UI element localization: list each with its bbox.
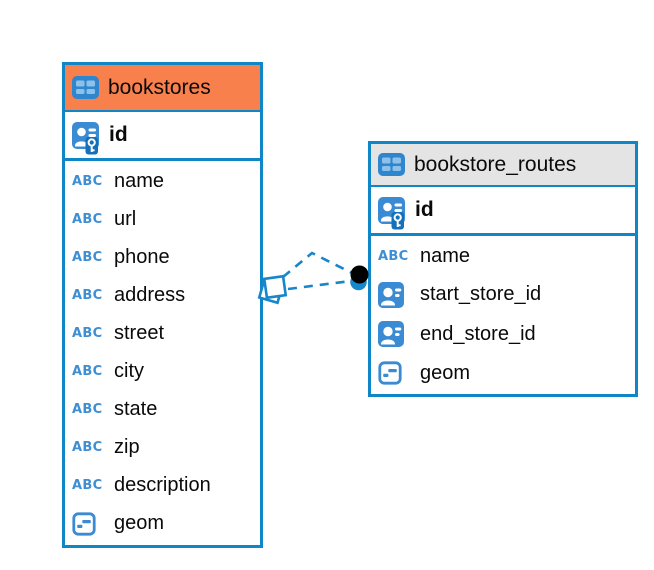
text-type-icon: ABC bbox=[72, 212, 103, 228]
column-list: ABC name start_store_id bbox=[371, 236, 635, 394]
column-row-street[interactable]: ABC street bbox=[72, 322, 165, 345]
text-type-icon: ABC bbox=[72, 477, 103, 493]
primary-key-name: id bbox=[415, 198, 434, 221]
column-row-address[interactable]: ABC address bbox=[72, 284, 186, 307]
geometry-type-icon bbox=[378, 361, 412, 385]
column-row-url[interactable]: ABC url bbox=[72, 208, 137, 231]
column-row-start-store-id[interactable]: start_store_id bbox=[371, 275, 635, 315]
primary-key-icon bbox=[72, 121, 100, 155]
column-row-id[interactable]: id bbox=[65, 112, 260, 161]
column-row-geom[interactable]: geom bbox=[65, 504, 260, 543]
relationship-dot-marker[interactable] bbox=[350, 265, 369, 291]
table-bookstore-routes[interactable]: bookstore_routes id ABC bbox=[368, 141, 638, 397]
column-row-zip[interactable]: ABC zip bbox=[72, 435, 140, 458]
text-type-icon: ABC bbox=[72, 363, 103, 379]
primary-key-name: id bbox=[109, 123, 128, 146]
column-row-geom[interactable]: geom bbox=[371, 354, 635, 392]
text-type-icon: ABC bbox=[72, 250, 103, 266]
geometry-type-icon bbox=[72, 512, 106, 536]
column-row-name[interactable]: ABC name bbox=[378, 244, 471, 267]
text-type-icon: ABC bbox=[72, 326, 103, 342]
column-row-phone[interactable]: ABC phone bbox=[72, 246, 170, 269]
reference-type-icon bbox=[378, 281, 412, 308]
table-name: bookstore_routes bbox=[414, 152, 577, 176]
column-row-end-store-id[interactable]: end_store_id bbox=[371, 315, 635, 355]
table-icon bbox=[378, 153, 405, 176]
table-header-bookstores[interactable]: bookstores bbox=[65, 65, 260, 112]
column-row-description[interactable]: ABC description bbox=[72, 473, 211, 496]
table-bookstores[interactable]: bookstores id ABC bbox=[62, 62, 263, 548]
table-name: bookstores bbox=[108, 75, 211, 99]
table-header-bookstore-routes[interactable]: bookstore_routes bbox=[371, 144, 635, 187]
column-row-state[interactable]: ABC state bbox=[72, 397, 158, 420]
column-row-name[interactable]: ABC name bbox=[72, 170, 165, 193]
table-icon bbox=[72, 76, 99, 99]
text-type-icon: ABC bbox=[72, 174, 103, 190]
column-row-city[interactable]: ABC city bbox=[72, 359, 144, 382]
reference-type-icon bbox=[378, 321, 412, 348]
text-type-icon: ABC bbox=[72, 401, 103, 417]
column-row-id[interactable]: id bbox=[371, 187, 635, 236]
relationship-lines[interactable] bbox=[282, 251, 353, 291]
text-type-icon: ABC bbox=[72, 288, 103, 304]
primary-key-icon bbox=[378, 196, 406, 230]
column-list: ABC name ABC url ABC phone ABC address A… bbox=[65, 161, 260, 545]
text-type-icon: ABC bbox=[378, 248, 409, 264]
relationship-squares-marker[interactable] bbox=[257, 274, 288, 305]
text-type-icon: ABC bbox=[72, 439, 103, 455]
